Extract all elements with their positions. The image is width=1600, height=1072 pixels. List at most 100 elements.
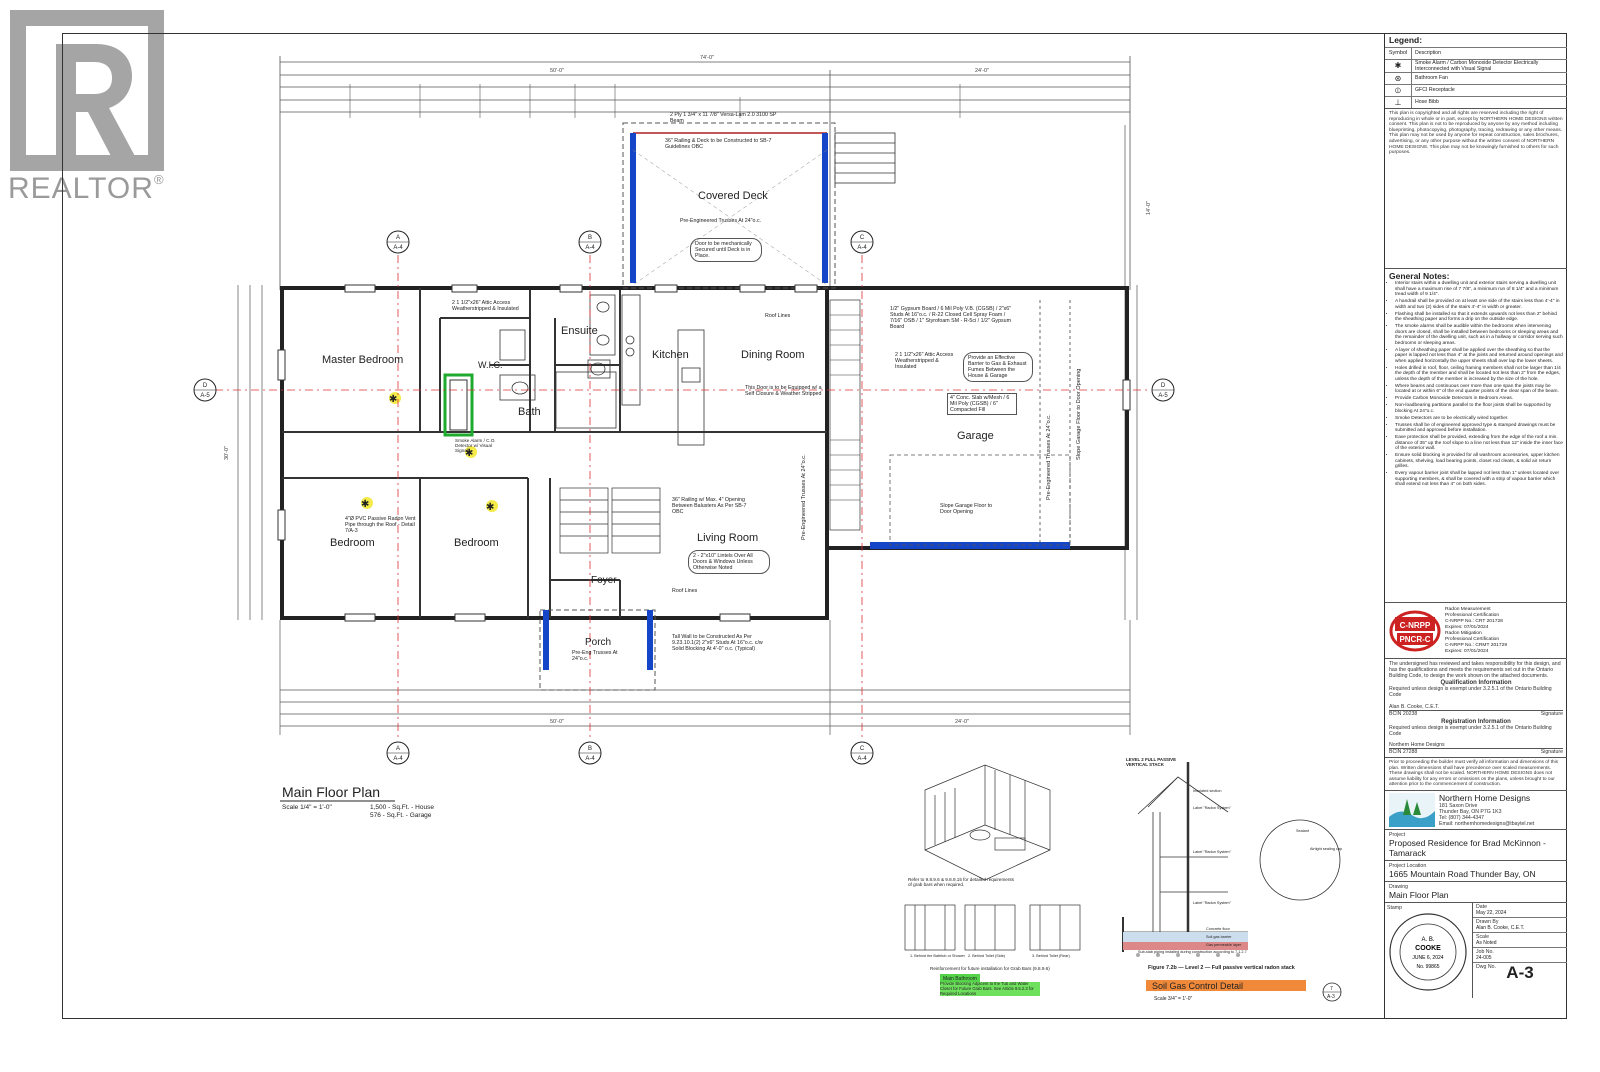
radon-title: Soil Gas Control Detail xyxy=(1152,981,1243,991)
signature-label: Signature xyxy=(1540,711,1563,717)
stamp-line: A. B. xyxy=(1421,937,1434,943)
note-attic-access-2: 2 1 1/2"x26" Attic Access Weatherstrippe… xyxy=(895,352,954,370)
project-location: Project Location 1665 Mountain Road Thun… xyxy=(1385,861,1567,882)
svg-text:✱: ✱ xyxy=(486,502,494,513)
note-roof-lines: Roof Lines xyxy=(765,313,791,319)
soil-gas-control-detail: LEVEL 2 FULL PASSIVE VERTICAL STACK Insu… xyxy=(1122,757,1342,1002)
section-tag-b: B xyxy=(588,746,592,752)
hose-bibb-icon: ⊥ xyxy=(1385,97,1412,108)
legend-text: GFCI Receptacle xyxy=(1415,87,1455,93)
bathtub-reinforcement xyxy=(443,373,474,437)
title-block: Legend: Symbol Description ✱ Smoke Alarm… xyxy=(1384,33,1567,1019)
company-line: 181 Saxon Drive xyxy=(1439,802,1478,809)
legend-text: Smoke Alarm / Carbon Monoxide Detector E… xyxy=(1415,60,1539,72)
general-note-item: The smoke alarms shall be audible within… xyxy=(1395,324,1563,346)
section-tag-sheet: A-4 xyxy=(585,756,595,762)
room-bedroom-1: Bedroom xyxy=(330,537,375,549)
project-name: Proposed Residence for Brad McKinnon - T… xyxy=(1389,837,1546,858)
dim-house-top: 50'-0" xyxy=(550,68,564,74)
general-note-item: A handrail shall be provided on at least… xyxy=(1395,299,1563,310)
room-living: Living Room xyxy=(697,532,758,544)
porch-railing-right xyxy=(647,610,653,670)
cert-line: Radon Measurement xyxy=(1445,606,1491,612)
prior-note: Prior to proceeding the builder must ver… xyxy=(1385,758,1567,791)
section-tag-b: B xyxy=(588,235,592,241)
interior-stairs xyxy=(559,299,861,554)
dimension-lines-top xyxy=(279,56,1131,290)
drawing-label: Drawing xyxy=(1389,883,1409,890)
bath-3d-detail xyxy=(924,764,1051,881)
drawing-value: Main Floor Plan xyxy=(1389,889,1449,900)
scale-value: As Noted xyxy=(1476,939,1497,946)
general-note-item: Eave protection shall be provided, exten… xyxy=(1395,435,1563,452)
deck-railing-right xyxy=(822,133,828,283)
dim-overall: 74'-0" xyxy=(700,55,714,61)
room-dining: Dining Room xyxy=(741,349,805,361)
interior-walls xyxy=(282,288,827,618)
cert-line: C-NRPP No.: CRMT 201729 xyxy=(1445,642,1508,648)
general-notes-list: Interior stairs within a dwelling unit a… xyxy=(1389,281,1563,488)
note-lintels: 2 - 2"x10" Lintels Over All Doors & Wind… xyxy=(688,550,770,574)
porch-railing-left xyxy=(543,610,549,670)
realtor-logo-icon xyxy=(10,10,164,171)
section-tag-a: A xyxy=(396,746,400,752)
legend-col-symbol: Symbol xyxy=(1385,48,1412,59)
legend-title: Legend: xyxy=(1389,35,1423,45)
note-gas-barrier: Provide an Effective Barrier to Gas & Ex… xyxy=(963,352,1033,382)
radon-label-concrete: Concrete floor xyxy=(1206,927,1231,931)
note-deck-door: Door to be mechanically Secured until De… xyxy=(690,238,762,262)
radon-label-cap: Airtight sealing cap xyxy=(1310,847,1342,851)
drawing: Drawing Main Floor Plan xyxy=(1385,882,1567,903)
porch-outline xyxy=(539,609,656,691)
legend-text: Hose Bibb xyxy=(1415,99,1439,105)
dim-garage-top: 24'-0" xyxy=(975,68,989,74)
engineer-stamp-icon: A. B. COOKE JUNE 6, 2024 No. 99865 xyxy=(1389,912,1467,991)
note-smoke-alarm: Smoke Alarm / C.O. Detector w/ Visual Si… xyxy=(455,438,496,453)
cnrpp-logo-text: C-NRPP xyxy=(1400,621,1431,630)
legend-col-description: Description xyxy=(1415,50,1441,56)
company-line: Tel: (807) 344-4347 xyxy=(1439,814,1484,821)
windows xyxy=(277,284,1131,622)
registration-bcin: BCIN 27288 xyxy=(1389,749,1418,755)
radon-label-sealant: Sealant xyxy=(1296,829,1310,833)
covered-deck-outline xyxy=(622,122,836,289)
radon-scale: Scale 3/4" = 1'-0" xyxy=(1154,996,1193,1002)
legend-header: Symbol Description xyxy=(1385,47,1567,59)
note-concrete-slab: 4" Conc. Slab w/Mesh / 6 Mil Poly (CGSB)… xyxy=(947,393,1017,415)
cert-line: Expires: 07/01/2024 xyxy=(1445,624,1489,630)
note-door-self-closure: This Door is to be Equipped w/ a Self Cl… xyxy=(745,385,822,397)
bath-detail-note: Refer to 9.8.9.6 & 9.8.9.15 for detailed… xyxy=(908,877,1014,888)
cnrpp-logo-icon: C-NRPP PNCR-C xyxy=(1389,610,1441,651)
grab-bar-label-2: 2. Behind Toilet (Side) xyxy=(968,954,1006,958)
general-note-item: Smoke Detectors are to be electrically w… xyxy=(1395,416,1563,422)
general-note-item: Every vapour barrier joint shall be lapp… xyxy=(1395,471,1563,488)
svg-text:✱: ✱ xyxy=(389,394,397,405)
project: Project Proposed Residence for Brad McKi… xyxy=(1385,830,1567,861)
deck-railing-left xyxy=(630,133,636,283)
room-bath: Bath xyxy=(518,406,541,418)
general-note-item: Where beams and continuous over more tha… xyxy=(1395,384,1563,395)
qualification-title: Qualification Information xyxy=(1440,680,1512,686)
floor-plan: 74'-0" 50'-0" 24'-0" 30'-0" 14'-0" 50'-0… xyxy=(193,55,1175,997)
section-tag-d: D xyxy=(203,383,208,389)
qualification-bcin: BCIN 20238 xyxy=(1389,711,1418,717)
drawn-value: Alan B. Cooke, C.E.T. xyxy=(1476,924,1525,931)
dim-garage-bottom: 24'-0" xyxy=(955,719,969,725)
qualification-name: Alan B. Cooke, C.E.T. xyxy=(1389,704,1440,710)
cert-line: Professional Certification xyxy=(1445,636,1500,642)
radon-figure-caption: Figure 7.2b — Level 2 — Full passive ver… xyxy=(1148,965,1295,971)
cert-line: Radon Mitigation xyxy=(1445,630,1482,636)
company-name: Northern Home Designs xyxy=(1439,792,1531,803)
dim-house-side: 30'-0" xyxy=(224,446,230,460)
note-garage-wall: 1/2" Gypsum Board / 6 Mil Poly V.B. (CGS… xyxy=(890,306,1012,330)
cert-line: Expires: 07/01/2024 xyxy=(1445,648,1489,654)
company-line: Thunder Bay, ON P7G 1K3 xyxy=(1439,808,1502,815)
gfci-icon: ⦶ xyxy=(1385,85,1412,96)
room-foyer: Foyer xyxy=(591,575,617,586)
legend-row: ✱ Smoke Alarm / Carbon Monoxide Detector… xyxy=(1385,59,1567,72)
note-deck-railing: 36" Railing & Deck to be Constructed to … xyxy=(665,138,772,150)
cert-line: C-NRPP No.: CRT 201728 xyxy=(1445,618,1503,624)
general-note-item: Provide Carbon Monoxide Detectors in Bed… xyxy=(1395,396,1563,402)
